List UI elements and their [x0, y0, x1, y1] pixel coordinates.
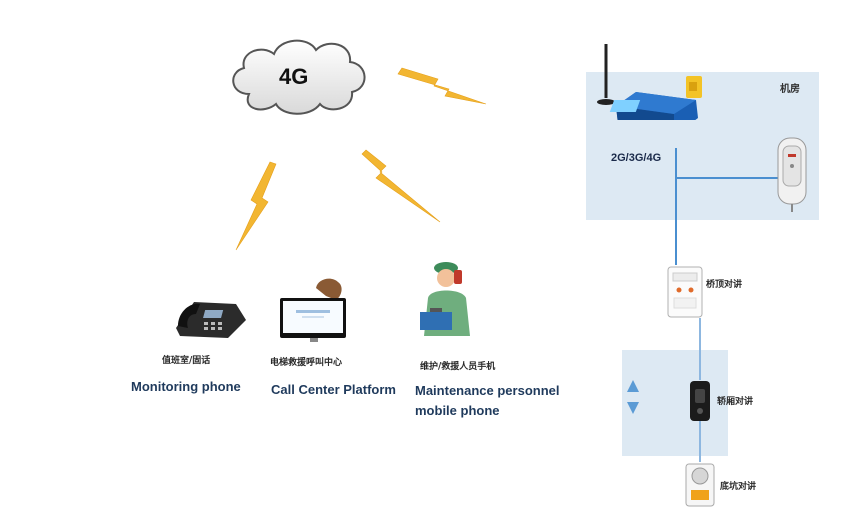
arrow-down-icon	[627, 402, 639, 414]
endpoint-cn-call-center: 电梯救援呼叫中心	[270, 358, 343, 368]
arrow-up-icon	[627, 380, 639, 392]
car-intercom-icon	[690, 381, 710, 421]
lightning-bolt-right	[397, 67, 487, 105]
cloud-icon	[232, 39, 366, 115]
elevator-car-panel	[622, 350, 728, 456]
cloud-label: 4G	[279, 64, 309, 89]
endpoint-cn-monitoring: 值班室/固话	[162, 356, 211, 366]
machine-room-label: 机房	[780, 84, 800, 95]
wall-intercom-icon	[777, 137, 807, 212]
pit-intercom-label: 底坑对讲	[720, 482, 757, 492]
endpoint-en-monitoring: Monitoring phone	[131, 379, 241, 394]
car-top-intercom-icon	[667, 266, 703, 318]
endpoint-cn-maintenance: 维护/救援人员手机	[420, 362, 496, 372]
maintenance-worker-icon	[420, 262, 470, 336]
lightning-bolt-middle	[361, 149, 441, 223]
router-device-icon	[597, 44, 702, 120]
device-label: 2G/3G/4G	[611, 152, 662, 164]
car-top-intercom-label: 桥顶对讲	[706, 280, 743, 290]
endpoint-en-call-center: Call Center Platform	[271, 382, 396, 397]
pit-intercom-icon	[685, 463, 715, 507]
desk-phone-icon	[176, 302, 246, 338]
car-intercom-label: 轿厢对讲	[717, 397, 754, 407]
endpoint-en-maintenance-line2: mobile phone	[415, 403, 500, 418]
endpoint-en-maintenance-line1: Maintenance personnel	[415, 383, 560, 398]
call-center-monitor-icon	[280, 278, 346, 342]
lightning-bolt-left	[235, 161, 277, 251]
